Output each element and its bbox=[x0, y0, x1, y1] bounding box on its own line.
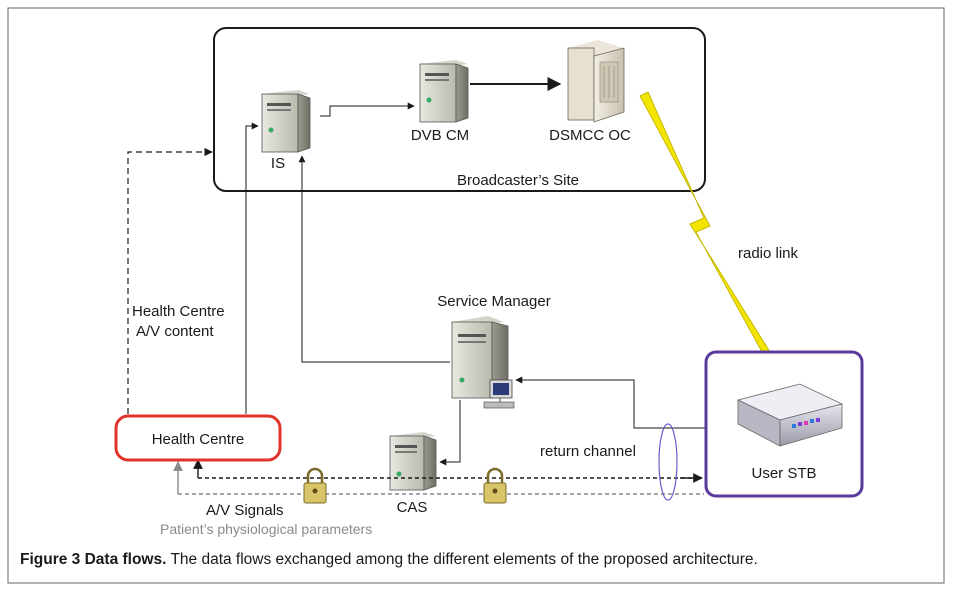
broadcasters-site-box bbox=[213, 27, 706, 192]
health-centre-label: Health Centre bbox=[152, 431, 245, 448]
patient-params-label: Patient’s physiological parameters bbox=[160, 521, 372, 537]
return-channel-label: return channel bbox=[540, 443, 636, 460]
cas-server-icon bbox=[389, 432, 437, 491]
figure-caption: Figure 3 Data flows. The data flows exch… bbox=[20, 551, 950, 569]
figure-border bbox=[7, 7, 945, 584]
padlock-icon bbox=[483, 467, 507, 504]
set-top-box-icon bbox=[736, 383, 844, 447]
is-to-dvbcm-arrow bbox=[320, 102, 415, 117]
service-manager-to-is-arrow bbox=[298, 155, 450, 363]
return-channel-ellipse bbox=[658, 423, 678, 501]
return-channel-arrow bbox=[515, 376, 706, 429]
health-centre-content-label-line2: A/V content bbox=[136, 323, 214, 340]
av-signals-label: A/V Signals bbox=[206, 502, 284, 519]
radio-link-icon bbox=[639, 91, 781, 371]
workstation-icon bbox=[483, 379, 515, 409]
dsmcc-oc-server-icon bbox=[567, 40, 625, 123]
health-centre-content-label-line1: Health Centre bbox=[132, 303, 225, 320]
cas-label: CAS bbox=[397, 499, 428, 516]
is-server-icon bbox=[261, 90, 311, 153]
user-stb-label: User STB bbox=[751, 465, 816, 482]
dsmcc-oc-label: DSMCC OC bbox=[549, 127, 631, 144]
caption-title: Figure 3 Data flows. bbox=[20, 551, 167, 568]
dvb-cm-label: DVB CM bbox=[411, 127, 469, 144]
is-label: IS bbox=[271, 155, 285, 172]
dvb-cm-server-icon bbox=[419, 60, 469, 123]
padlock-icon bbox=[303, 467, 327, 504]
service-manager-to-cas-arrow bbox=[439, 400, 461, 466]
health-centre-dashed-flow bbox=[127, 147, 213, 414]
health-centre-content-flow bbox=[245, 122, 259, 414]
radio-link-label: radio link bbox=[738, 245, 799, 262]
service-manager-label: Service Manager bbox=[437, 293, 550, 310]
health-centre-box bbox=[114, 414, 282, 462]
caption-text: The data flows exchanged among the diffe… bbox=[166, 551, 758, 568]
broadcasters-site-label: Broadcaster’s Site bbox=[457, 172, 579, 189]
